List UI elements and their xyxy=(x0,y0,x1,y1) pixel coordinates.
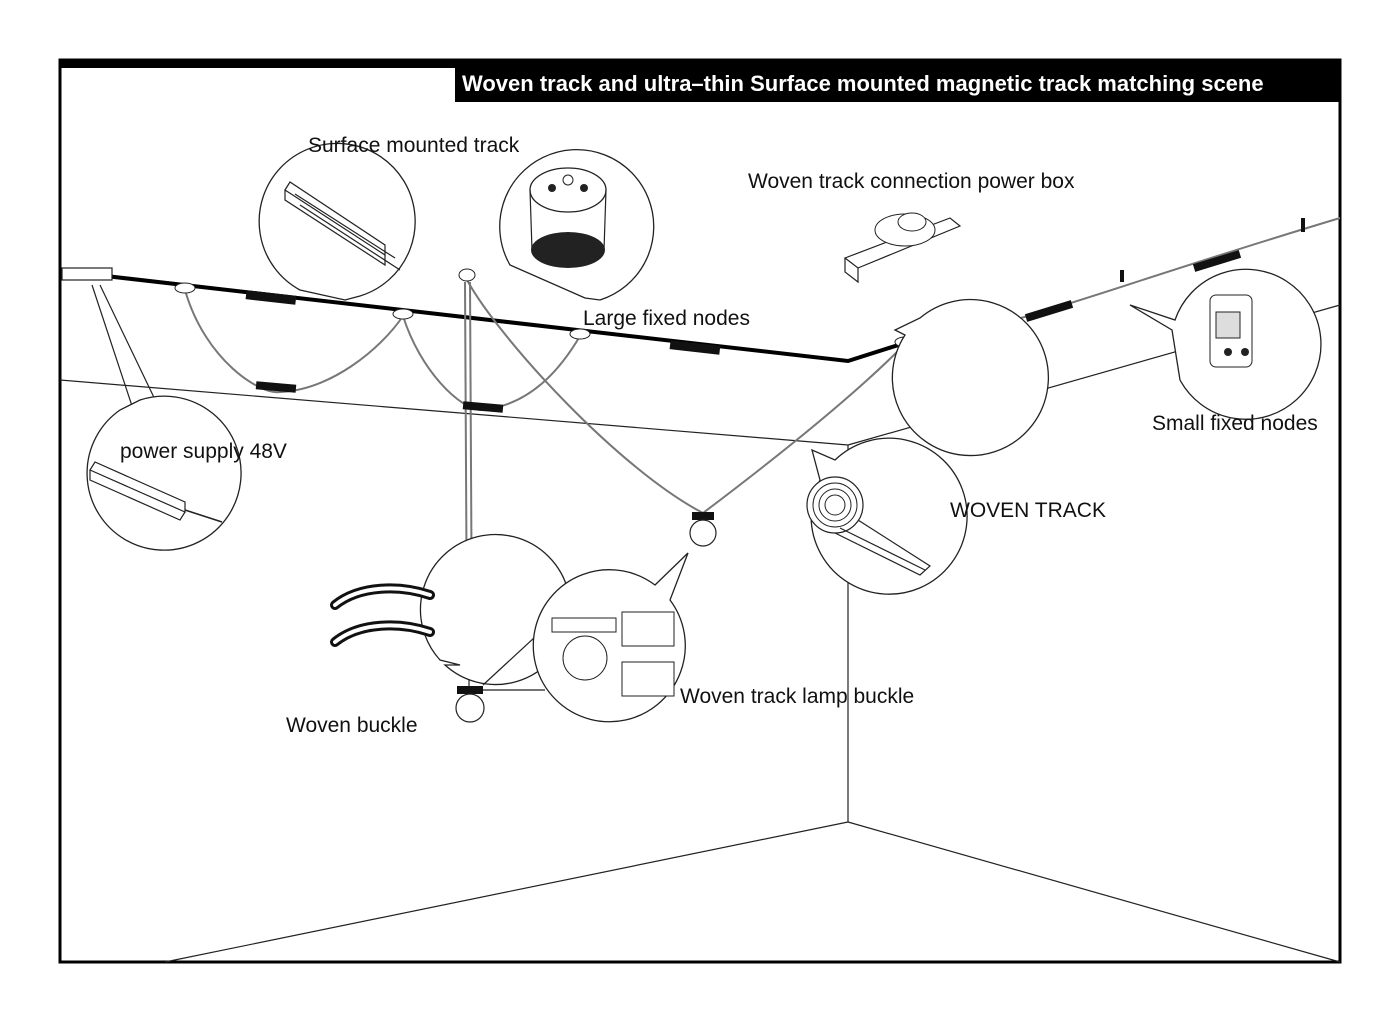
label-surface-mounted-track: Surface mounted track xyxy=(308,134,520,157)
bubble-power-box xyxy=(843,212,1049,457)
label-woven-buckle: Woven buckle xyxy=(286,714,418,737)
label-power-box: Woven track connection power box xyxy=(748,170,1075,193)
labels: Surface mounted track Woven track connec… xyxy=(120,134,1318,737)
bubble-small-fixed-nodes xyxy=(1129,268,1322,420)
label-power-supply: power supply 48V xyxy=(120,440,287,463)
pendant-lamp-center xyxy=(689,512,717,547)
bubble-lamp-buckle xyxy=(482,552,689,723)
label-lamp-buckle: Woven track lamp buckle xyxy=(680,685,914,708)
surface-track-line xyxy=(61,267,956,364)
woven-track-line xyxy=(959,217,1341,329)
title-bar: Woven track and ultra–thin Surface mount… xyxy=(60,60,1340,102)
label-large-fixed-nodes: Large fixed nodes xyxy=(583,307,750,330)
diagram-title: Woven track and ultra–thin Surface mount… xyxy=(462,71,1264,96)
bubble-woven-track xyxy=(806,437,968,595)
bubble-surface-mounted-track xyxy=(258,142,416,301)
bubble-power-supply xyxy=(86,284,242,551)
bubble-large-fixed-node xyxy=(499,148,655,301)
label-small-fixed-nodes: Small fixed nodes xyxy=(1152,412,1318,435)
label-woven-track: WOVEN TRACK xyxy=(950,499,1106,522)
